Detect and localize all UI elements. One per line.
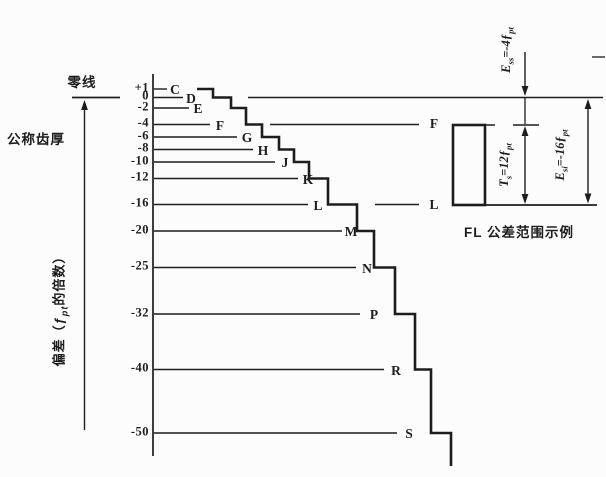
example-caption: FL 公差范围示例 xyxy=(464,224,574,240)
axis-tick--40: -40 xyxy=(130,360,149,375)
axis-tick--10: -10 xyxy=(130,153,149,167)
axis-tick--8: -8 xyxy=(137,140,149,155)
axis-tick--4: -4 xyxy=(137,115,149,130)
zero-line-label: 零线 xyxy=(67,75,97,90)
grade-letter-H: H xyxy=(257,142,269,158)
grade-letter-N: N xyxy=(362,260,372,276)
axis-tick-0: 0 xyxy=(142,88,149,103)
deviation-axis-label: 偏差（ƒpt的倍数） xyxy=(51,249,70,367)
axis-tick--12: -12 xyxy=(130,169,149,184)
axis-tick--32: -32 xyxy=(130,305,149,319)
axis-tick--2: -2 xyxy=(137,99,149,113)
grade-letter-S: S xyxy=(405,426,413,441)
grade-letter-K: K xyxy=(302,171,314,187)
axis-tick-+1: +1 xyxy=(134,80,149,94)
esi-dimension-label: Esi=-16ƒpt xyxy=(552,129,570,181)
ts-arrowhead-down xyxy=(521,194,529,204)
axis-tick--20: -20 xyxy=(130,222,149,236)
grade-letter-R: R xyxy=(391,362,401,378)
ts-dimension-label: Ts=12ƒpt xyxy=(496,143,514,187)
grade-letter-F: F xyxy=(215,117,225,133)
grade-letter-L: L xyxy=(313,197,323,213)
nominal-tooth-thickness-label: 公称齿厚 xyxy=(7,131,65,147)
ts-arrowhead-up xyxy=(521,126,529,136)
esi-arrowhead-up xyxy=(584,99,592,109)
grade-letter-M: M xyxy=(344,224,358,239)
axis-tick--50: -50 xyxy=(130,424,149,438)
grade-staircase-line xyxy=(197,87,453,466)
ess-dimension-label: Ess=-4ƒpt xyxy=(498,27,516,73)
grade-letter-G: G xyxy=(241,130,253,145)
axis-tick--16: -16 xyxy=(130,195,149,210)
grade-letter-E: E xyxy=(193,101,203,116)
axis-tick--6: -6 xyxy=(137,128,149,142)
grade-letter-D: D xyxy=(186,90,196,106)
nominal-thickness-arrowhead-up xyxy=(81,100,88,110)
example-upper-grade-letter-F: F xyxy=(429,116,439,131)
grade-letter-C: C xyxy=(170,82,180,97)
example-lower-grade-letter-L: L xyxy=(429,197,439,212)
esi-arrowhead-down xyxy=(584,193,592,204)
tolerance-zone-box xyxy=(451,123,487,207)
grade-letter-J: J xyxy=(281,155,289,170)
axis-tick--25: -25 xyxy=(130,258,149,273)
grade-letter-P: P xyxy=(369,307,379,322)
ess-arrowhead-down xyxy=(521,86,529,96)
